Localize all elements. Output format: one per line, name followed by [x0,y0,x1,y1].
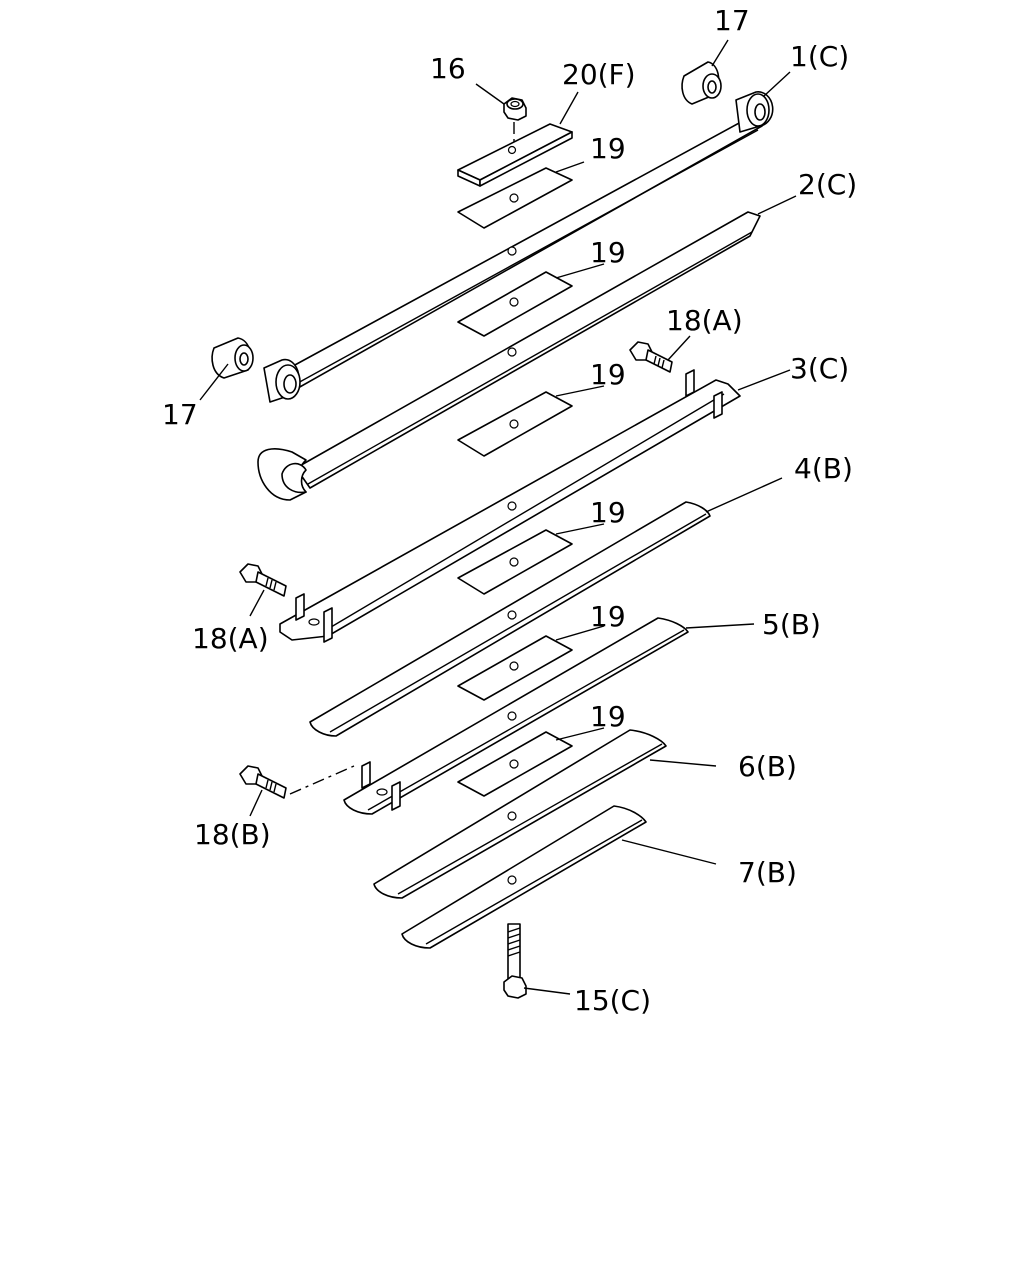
callout-19-e: 19 [590,600,626,633]
nut-16 [503,97,527,146]
spacer-19-c [457,391,573,457]
clip-bolt-18a-left [239,563,287,597]
clip-bolt-18b [239,765,355,799]
leaf-6 [373,729,667,899]
plate-20f [457,123,573,187]
spacer-19-f [457,731,573,797]
leaf-5-clip-a [361,761,371,789]
leaf-2-wrapped-eye [257,448,307,501]
callout-4b: 4(B) [794,452,853,485]
callout-16: 16 [430,52,466,85]
leaf-3 [279,369,741,643]
callout-18a-top: 18(A) [666,304,743,337]
center-bolt-15c [503,923,527,999]
leaf-1-right-eye [735,91,774,133]
leaf-3-clip-right [685,369,723,419]
callout-19-f: 19 [590,700,626,733]
spacer-19-d [457,529,573,595]
bushing-17-left [211,337,254,379]
leaf-5 [343,617,689,815]
spacer-19-a [457,167,573,229]
leader-lines [199,39,797,995]
callout-17-left: 17 [162,398,198,431]
callout-19-d: 19 [590,496,626,529]
leaf-3-clip-left [295,593,333,643]
callout-5b: 5(B) [762,608,821,641]
spacer-19-e [457,635,573,701]
callout-7b: 7(B) [738,856,797,889]
leaf-5-clip-b [391,781,401,811]
callout-19-a: 19 [590,132,626,165]
callout-2c: 2(C) [798,168,857,201]
callout-labels: 17 1(C) 16 20(F) 19 2(C) 19 18(A) 3(C) 1… [162,4,857,1017]
callout-3c: 3(C) [790,352,849,385]
callout-20f: 20(F) [562,58,636,91]
callout-18b: 18(B) [194,818,271,851]
callout-15c: 15(C) [574,984,651,1017]
leaf-4 [309,501,711,737]
callout-17-top: 17 [714,4,750,37]
callout-18a-left: 18(A) [192,622,269,655]
leaf-1-left-eye [263,358,301,403]
bushing-17-top [681,61,722,105]
callout-19-b: 19 [590,236,626,269]
spacer-19-b [457,271,573,337]
callout-1c: 1(C) [790,40,849,73]
leaf-2 [257,211,761,501]
leaf-1-main [263,91,774,403]
callout-6b: 6(B) [738,750,797,783]
clip-bolt-18a-top [629,341,673,373]
leaf-7 [401,805,647,949]
callout-19-c: 19 [590,358,626,391]
